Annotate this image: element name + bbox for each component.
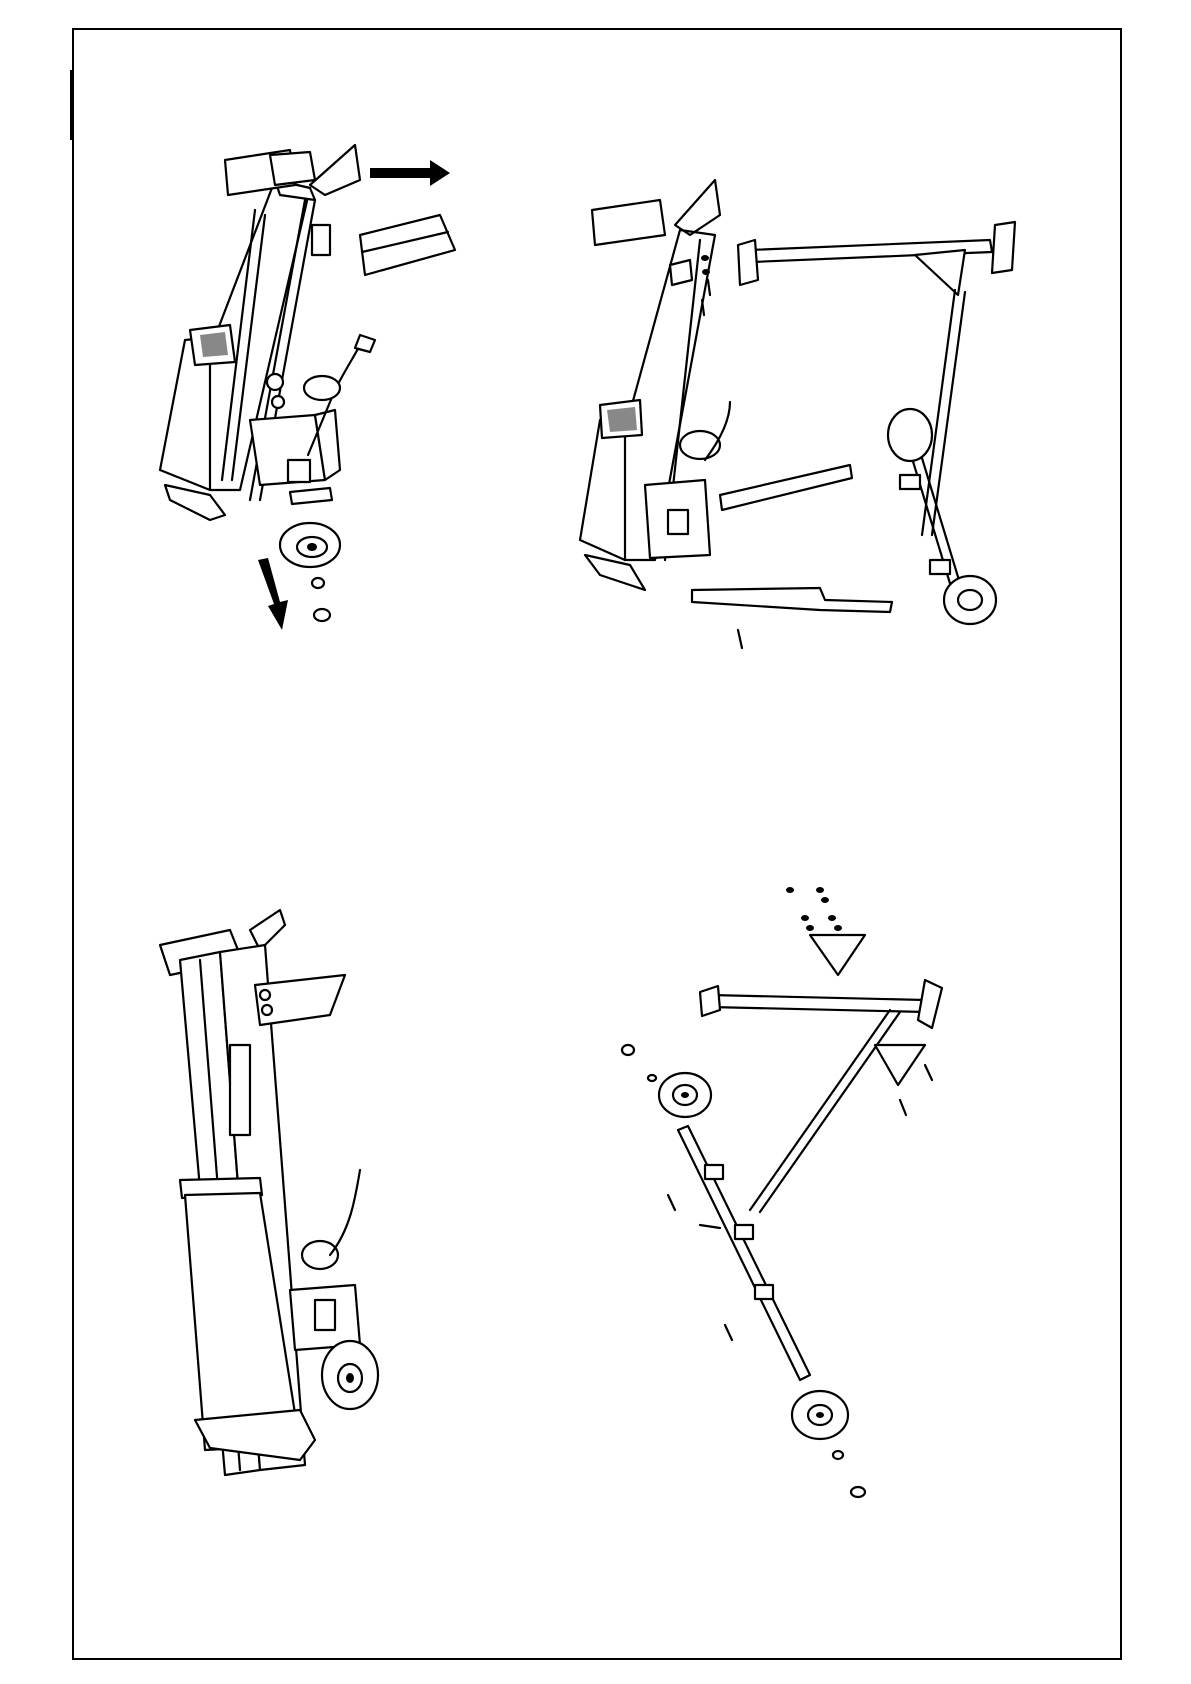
log-splitter-attach-stand-and-handles-diagram [580, 180, 1110, 700]
arrow-down-icon [258, 558, 288, 630]
arrow-right-icon [370, 160, 450, 186]
stand-frame-exploded-diagram [620, 880, 1040, 1580]
log-splitter-remove-wheel-and-guard-diagram [150, 140, 510, 700]
handle-bottom [692, 588, 892, 612]
stand-frame [738, 222, 1015, 624]
frame-bottom-bar [668, 1126, 810, 1380]
splitter-body [580, 180, 730, 590]
handle-top [720, 465, 852, 510]
wheel-bottom [792, 1391, 865, 1497]
wheel [280, 523, 340, 621]
binding-mark [70, 70, 73, 140]
splitter-body [160, 910, 378, 1475]
guard-plate [312, 215, 455, 275]
side-plate [875, 1045, 932, 1115]
top-plate-and-nuts [786, 887, 865, 975]
splitter-body [160, 145, 375, 520]
log-splitter-assembled-diagram [150, 900, 450, 1520]
frame-top-bar [700, 980, 942, 1212]
wheel-top [622, 1045, 711, 1117]
